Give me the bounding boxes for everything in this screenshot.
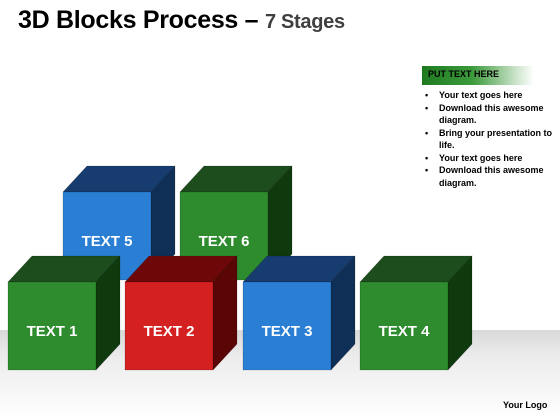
- block-text-1: TEXT 1: [7, 255, 121, 371]
- bullet-item: Download this awesome diagram.: [422, 164, 552, 189]
- bullet-item: Bring your presentation to life.: [422, 127, 552, 152]
- panel-heading: PUT TEXT HERE: [428, 69, 500, 79]
- block-front-face: [7, 281, 97, 371]
- block-front-face: [359, 281, 449, 371]
- block-label: TEXT 3: [262, 323, 313, 340]
- block-label: TEXT 5: [82, 233, 133, 250]
- block-label: TEXT 6: [199, 233, 250, 250]
- title-subtitle: 7 Stages: [264, 11, 345, 33]
- block-text-2: TEXT 2: [124, 255, 238, 371]
- block-label: TEXT 2: [144, 323, 195, 340]
- page-title: 3D Blocks Process – 7 Stages: [18, 6, 345, 35]
- panel-heading-bar: PUT TEXT HERE: [422, 66, 534, 85]
- title-main: 3D Blocks Process: [18, 6, 239, 34]
- block-text-5: TEXT 5: [62, 165, 176, 281]
- bullet-item: Your text goes here: [422, 152, 552, 165]
- bullet-item: Your text goes here: [422, 89, 552, 102]
- block-label: TEXT 4: [379, 323, 431, 340]
- title-dash: –: [238, 6, 265, 34]
- block-front-face: [242, 281, 332, 371]
- block-text-4: TEXT 4: [359, 255, 473, 371]
- block-front-face: [124, 281, 214, 371]
- bullet-item: Download this awesome diagram.: [422, 102, 552, 127]
- block-text-3: TEXT 3: [242, 255, 356, 371]
- bullet-list: Your text goes here Download this awesom…: [422, 89, 552, 189]
- block-label: TEXT 1: [27, 323, 78, 340]
- logo-text: Your Logo: [503, 400, 548, 410]
